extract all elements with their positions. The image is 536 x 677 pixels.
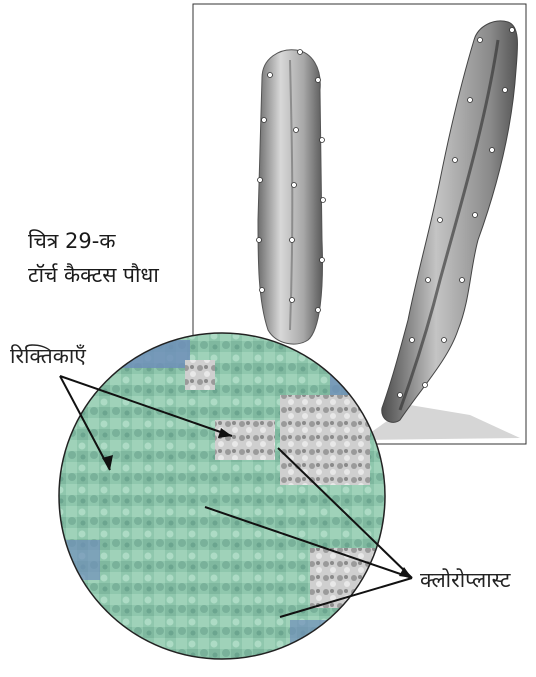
- label-vacuoles: रिक्तिकाएँ: [10, 342, 86, 370]
- background-tile: [120, 340, 190, 368]
- vacuole-patch: [280, 395, 370, 485]
- vacuole-patch: [185, 360, 215, 390]
- vacuole-patch: [215, 420, 275, 460]
- label-chloroplasts: क्लोरोप्लास्ट: [420, 566, 510, 594]
- background-tile: [60, 540, 100, 580]
- figure-title: टॉर्च कैक्टस पौधा: [28, 260, 159, 290]
- figure-number: चित्र 29-क: [28, 226, 115, 256]
